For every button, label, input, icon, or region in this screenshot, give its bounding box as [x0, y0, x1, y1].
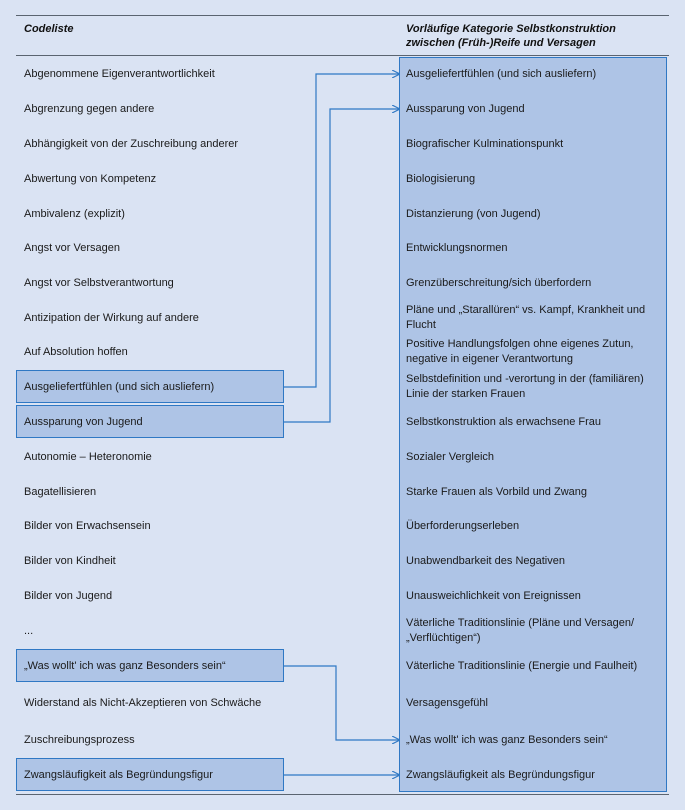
arrow-was-wollt	[284, 665, 399, 740]
category-item: Selbstdefinition und -verortung in der (…	[406, 373, 644, 400]
category-column	[399, 57, 667, 792]
code-item: Bilder von Jugend	[24, 590, 113, 602]
category-item: Sozialer Vergleich	[406, 450, 495, 463]
category-item: Biologisierung	[406, 172, 476, 185]
code-item: Bilder von Kindheit	[24, 555, 116, 567]
highlight-box-aussparung	[16, 405, 284, 438]
top-rule	[16, 15, 669, 16]
category-item: Unabwendbarkeit des Negativen	[406, 554, 565, 567]
code-item: „Was wollt' ich was ganz Besonders sein“	[24, 660, 226, 672]
bottom-rule	[16, 794, 669, 795]
header-category: Vorläufige Kategorie Selbstkonstruktion …	[406, 22, 676, 50]
header-rule	[16, 55, 669, 56]
code-item: Zwangsläufigkeit als Begründungsfigur	[24, 769, 213, 781]
category-item: Distanzierung (von Jugend)	[406, 207, 541, 220]
arrow-ausgeliefert	[284, 74, 399, 388]
code-item: Bagatellisieren	[24, 486, 97, 498]
code-item: Autonomie – Heteronomie	[24, 451, 152, 463]
code-item: Antizipation der Wirkung auf andere	[24, 312, 199, 324]
code-item: Widerstand als Nicht-Akzeptieren von Sch…	[24, 697, 262, 709]
category-item: Positive Handlungsfolgen ohne eigenes Zu…	[406, 338, 634, 365]
code-item: Aussparung von Jugend	[24, 416, 143, 428]
category-item: Aussparung von Jugend	[406, 102, 525, 115]
category-item: Selbstkonstruktion als erwachsene Frau	[406, 415, 602, 428]
code-item: Auf Absolution hoffen	[24, 346, 128, 358]
category-item: Überforderungserleben	[406, 519, 520, 532]
category-item: Grenzüberschreitung/sich überfordern	[406, 276, 592, 289]
code-item: Bilder von Erwachsensein	[24, 520, 151, 532]
category-item: Versagensgefühl	[406, 696, 488, 709]
code-item: Abwertung von Kompetenz	[24, 173, 157, 185]
category-item: Väterliche Traditionslinie (Energie und …	[406, 659, 638, 672]
header-category-line1: Vorläufige Kategorie Selbstkonstruktion	[406, 23, 616, 35]
category-item: Ausgeliefertfühlen (und sich ausliefern)	[406, 67, 597, 80]
category-item: Unausweichlichkeit von Ereignissen	[406, 589, 581, 602]
code-item: Ambivalenz (explizit)	[24, 208, 125, 220]
category-item: „Was wollt' ich was ganz Besonders sein“	[406, 733, 608, 746]
highlight-box-ausgeliefert	[16, 370, 284, 403]
category-item: Entwicklungsnormen	[406, 241, 508, 254]
code-item: Ausgeliefertfühlen (und sich ausliefern)	[24, 381, 215, 393]
arrow-aussparung	[284, 109, 399, 423]
category-item: Väterliche Traditionslinie (Pläne und Ve…	[406, 617, 635, 644]
code-item: Angst vor Versagen	[24, 242, 121, 254]
category-item: Pläne und „Starallüren“ vs. Kampf, Krank…	[406, 304, 646, 331]
code-item: Zuschreibungsprozess	[24, 734, 135, 746]
code-item: ...	[24, 625, 34, 637]
category-item: Biografischer Kulminationspunkt	[406, 137, 564, 150]
code-item: Abgenommene Eigenverantwortlichkeit	[24, 68, 215, 80]
header-category-line2: zwischen (Früh-)Reife und Versagen	[406, 37, 596, 49]
highlight-box-was-wollt	[16, 649, 284, 682]
category-item: Starke Frauen als Vorbild und Zwang	[406, 485, 587, 498]
code-item: Abhängigkeit von der Zuschreibung andere…	[24, 138, 239, 150]
highlight-box-zwangslaeufigkeit	[16, 758, 284, 791]
header-codeliste: Codeliste	[24, 23, 74, 35]
category-item: Zwangsläufigkeit als Begründungsfigur	[406, 768, 595, 781]
code-item: Angst vor Selbstverantwortung	[24, 277, 174, 289]
code-item: Abgrenzung gegen andere	[24, 103, 155, 115]
